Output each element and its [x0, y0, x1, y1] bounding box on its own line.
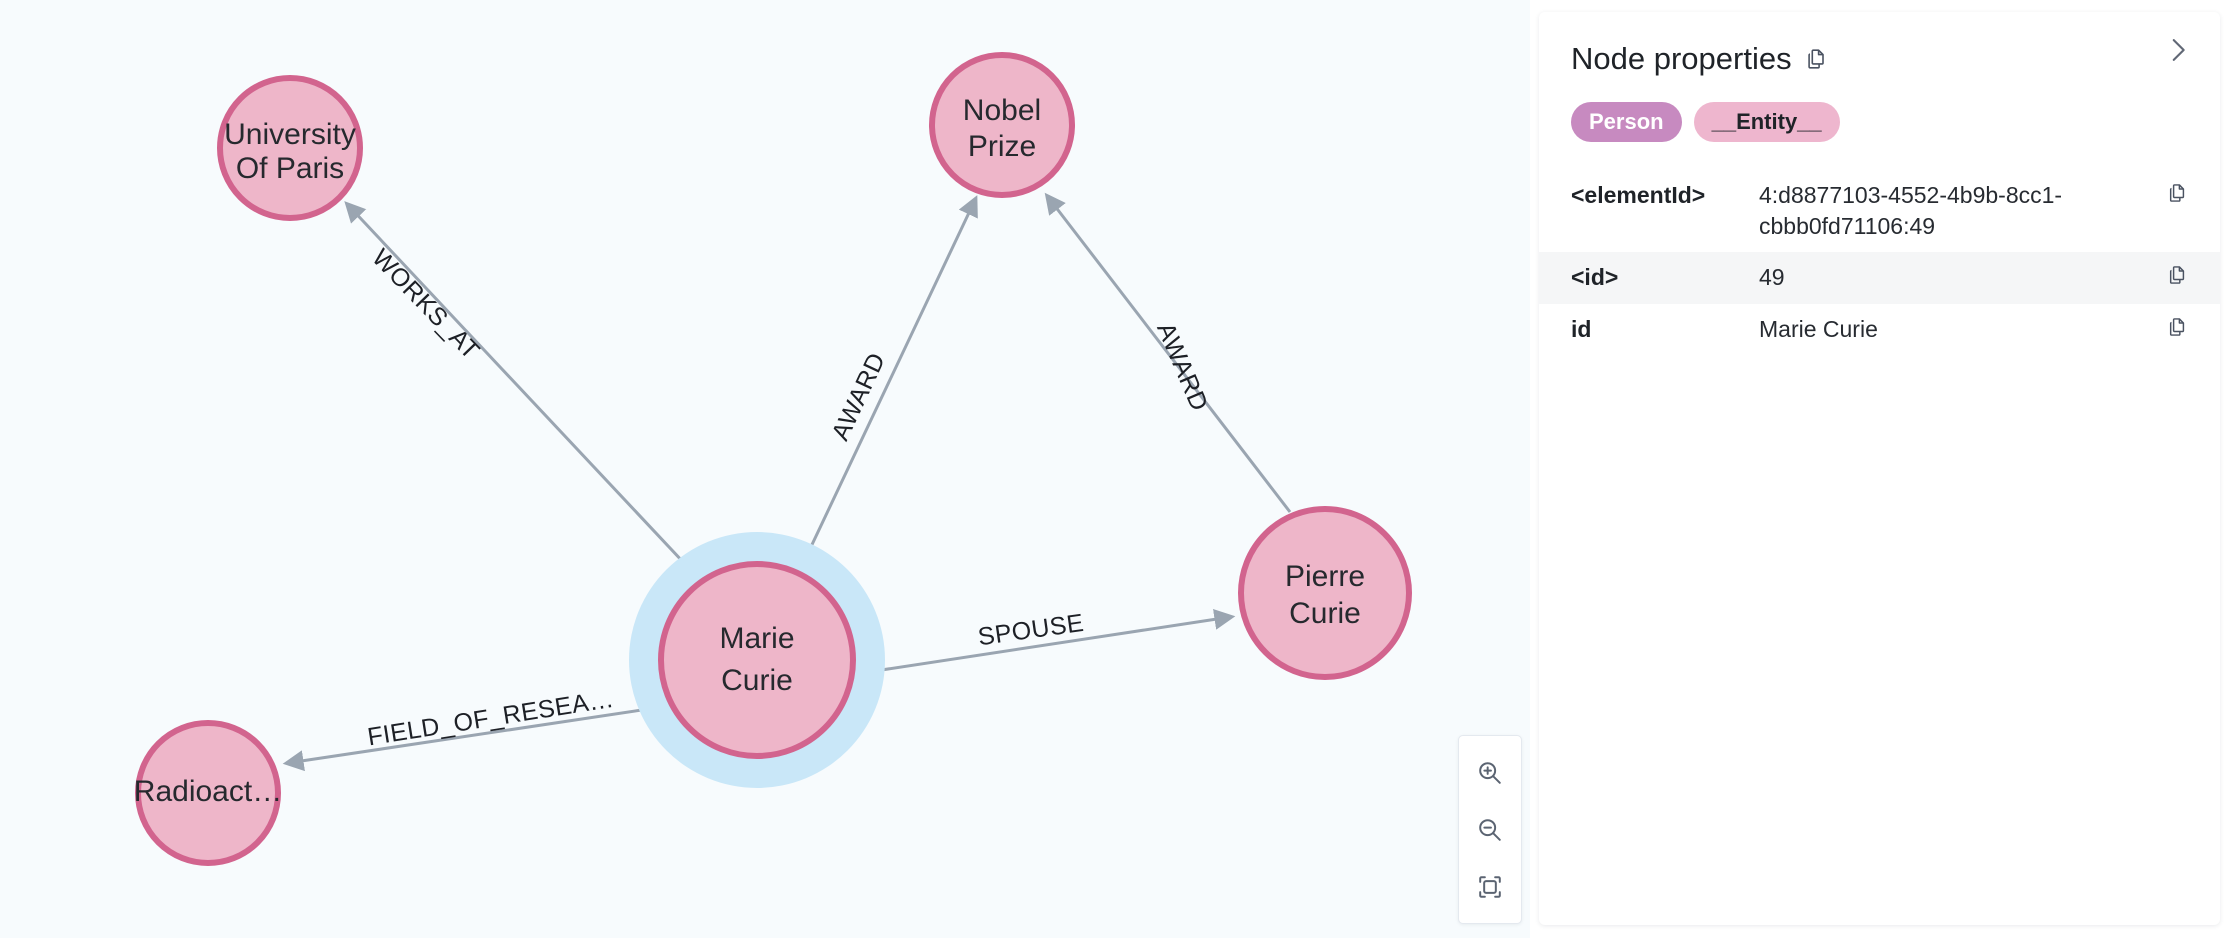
- edge-label-spouse: SPOUSE: [976, 609, 1085, 652]
- node-marie-curie[interactable]: Marie Curie: [629, 532, 885, 788]
- edge-works-at[interactable]: [344, 201, 702, 582]
- table-row: <id> 49: [1539, 252, 2220, 304]
- page-title: Node properties: [1571, 41, 1792, 76]
- copy-property-button[interactable]: [2160, 180, 2194, 204]
- panel-header: Node properties: [1539, 12, 2220, 76]
- copy-icon: [2169, 317, 2185, 336]
- property-value: 4:d8877103-4552-4b9b-8cc1-cbbb0fd71106:4…: [1759, 182, 2063, 240]
- property-key: <id>: [1571, 264, 1619, 291]
- node-circle[interactable]: [135, 720, 281, 866]
- chevron-right-icon: [2172, 39, 2185, 61]
- node-university-of-paris[interactable]: University Of Paris: [217, 75, 363, 221]
- node-radioactivity[interactable]: Radioact…: [134, 720, 282, 866]
- copy-all-properties-button[interactable]: [1804, 47, 1828, 71]
- zoom-in-icon: [1479, 761, 1501, 784]
- status-badge-entity[interactable]: __Entity__: [1693, 102, 1840, 143]
- node-pierre-curie[interactable]: Pierre Curie: [1238, 506, 1412, 680]
- property-key: <elementId>: [1571, 182, 1706, 209]
- node-properties-panel: Node properties Person __Entity__: [1539, 12, 2220, 925]
- status-badge-person[interactable]: Person: [1571, 102, 1682, 143]
- graph-svg[interactable]: WORKS_AT AWARD AWARD SPOUSE FIELD_OF_RES…: [0, 0, 1530, 938]
- edge-label-works-at: WORKS_AT: [366, 244, 485, 365]
- fit-to-screen-button[interactable]: [1467, 864, 1513, 910]
- edge-label-award-pierre: AWARD: [1151, 319, 1213, 416]
- zoom-in-button[interactable]: [1467, 750, 1513, 796]
- copy-icon: [2169, 184, 2185, 203]
- edge-award-pierre[interactable]: [1044, 192, 1292, 513]
- property-key: id: [1571, 315, 1592, 342]
- copy-icon: [1807, 49, 1824, 69]
- copy-icon: [2169, 266, 2185, 285]
- node-circle[interactable]: [217, 75, 363, 221]
- properties-table: <elementId> 4:d8877103-4552-4b9b-8cc1-cb…: [1539, 170, 2220, 354]
- zoom-out-icon: [1479, 818, 1501, 841]
- edge-field-of-research[interactable]: [282, 705, 663, 772]
- fit-to-screen-icon: [1479, 875, 1501, 898]
- table-row: <elementId> 4:d8877103-4552-4b9b-8cc1-cb…: [1539, 170, 2220, 252]
- copy-property-button[interactable]: [2160, 262, 2194, 286]
- node-circle[interactable]: [658, 561, 856, 759]
- property-value: Marie Curie: [1759, 315, 1878, 342]
- property-value: 49: [1759, 264, 1785, 291]
- collapse-panel-button[interactable]: [2154, 26, 2202, 74]
- edge-award-marie[interactable]: [798, 195, 978, 571]
- copy-property-button[interactable]: [2160, 314, 2194, 338]
- graph-edges: [282, 192, 1292, 772]
- edge-label-field-of-research: FIELD_OF_RESEA…: [366, 685, 616, 752]
- node-circle[interactable]: [929, 52, 1075, 198]
- zoom-controls: [1458, 735, 1522, 924]
- edge-spouse[interactable]: [854, 608, 1236, 676]
- graph-nodes: University Of Paris Nobel Prize Pierre C…: [134, 52, 1412, 866]
- zoom-out-button[interactable]: [1467, 807, 1513, 853]
- panel-title-wrap: Node properties: [1571, 41, 1828, 76]
- graph-canvas[interactable]: WORKS_AT AWARD AWARD SPOUSE FIELD_OF_RES…: [0, 0, 1530, 938]
- table-row: id Marie Curie: [1539, 304, 2220, 355]
- node-label-badges: Person __Entity__: [1539, 76, 2220, 143]
- node-nobel-prize[interactable]: Nobel Prize: [929, 52, 1075, 198]
- node-circle[interactable]: [1238, 506, 1412, 680]
